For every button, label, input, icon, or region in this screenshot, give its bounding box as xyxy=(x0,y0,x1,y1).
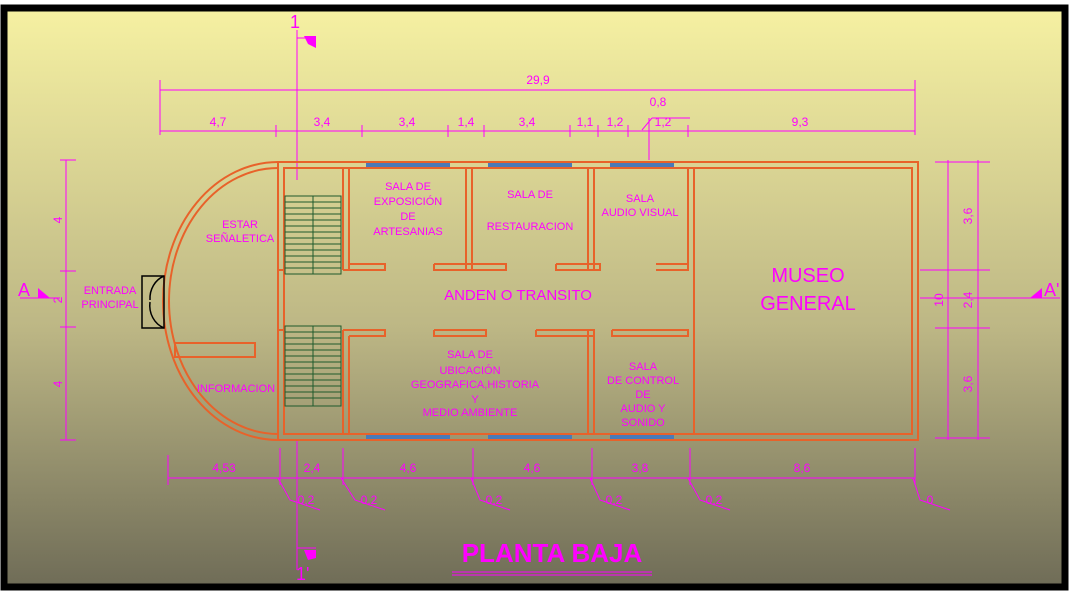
dim-top-6: 1,1 xyxy=(577,115,594,129)
sheet-background xyxy=(4,8,1065,587)
label-restauracion-1: SALA DE xyxy=(507,189,553,201)
dim-left-3: 4 xyxy=(51,380,65,387)
windows xyxy=(366,163,674,439)
section-mark-bottom: 1' xyxy=(296,564,309,584)
dim-right-2: 2,4 xyxy=(961,291,975,308)
dim-wall-4: 0,2 xyxy=(606,493,623,507)
room-labels: ESTAR SEÑALETICA ENTRADA PRINCIPAL INFOR… xyxy=(81,181,679,429)
page-title: PLANTA BAJA xyxy=(462,538,643,568)
dim-top-3: 3,4 xyxy=(399,115,416,129)
section-mark-right: A' xyxy=(1044,280,1059,300)
entrance-doors xyxy=(141,275,165,329)
section-mark-left: A xyxy=(18,280,30,300)
label-museo-2: GENERAL xyxy=(760,293,856,315)
sheet-frame xyxy=(0,4,1069,591)
label-ubicacion-2: UBICACIÓN xyxy=(439,364,500,377)
label-informacion: INFORMACION xyxy=(197,383,275,395)
label-control-5: SONIDO xyxy=(621,417,665,429)
dim-top-9: 9,3 xyxy=(792,115,809,129)
label-estar-2: SEÑALETICA xyxy=(206,232,275,245)
section-mark-top: 1 xyxy=(290,12,300,32)
label-audio-2: AUDIO VISUAL xyxy=(601,207,678,219)
label-control-3: DE xyxy=(635,389,650,401)
dim-top-5: 3,4 xyxy=(519,115,536,129)
dim-left-1: 4 xyxy=(51,216,65,223)
label-artesanias-2: EXPOSICIÓN xyxy=(374,195,443,208)
dim-bottom-4: 4,6 xyxy=(524,461,541,475)
label-artesanias-1: SALA DE xyxy=(385,181,431,193)
dim-bottom-3: 4,6 xyxy=(400,461,417,475)
label-anden: ANDEN O TRANSITO xyxy=(444,287,592,304)
label-artesanias-3: DE xyxy=(400,211,415,223)
dim-top-2: 3,4 xyxy=(314,115,331,129)
dim-wall-3: 0,2 xyxy=(486,493,503,507)
label-entrada-1: ENTRADA xyxy=(84,285,137,297)
dim-overall: 29,9 xyxy=(526,73,550,87)
label-museo-1: MUSEO xyxy=(771,265,844,287)
dim-left-2: 2 xyxy=(51,296,65,303)
label-control-1: SALA xyxy=(629,361,658,373)
label-ubicacion-5: MEDIO AMBIENTE xyxy=(423,407,518,419)
dim-top-8: 1,2 xyxy=(655,115,672,129)
dim-bottom-5: 3,8 xyxy=(632,461,649,475)
stairs xyxy=(284,195,342,407)
dimension-lines xyxy=(20,30,1060,570)
dim-right-1: 3,6 xyxy=(961,207,975,224)
dim-right-3: 3,6 xyxy=(961,375,975,392)
dim-top-7: 1,2 xyxy=(607,115,624,129)
dim-right-total: 10 xyxy=(932,293,946,307)
label-audio-1: SALA xyxy=(626,193,655,205)
label-artesanias-4: ARTESANIAS xyxy=(373,226,443,238)
label-ubicacion-1: SALA DE xyxy=(447,349,493,361)
label-entrada-2: PRINCIPAL xyxy=(81,299,138,311)
label-estar-1: ESTAR xyxy=(222,219,258,231)
walls xyxy=(162,161,919,441)
dim-wall-1: 0,2 xyxy=(298,493,315,507)
dimension-ticks xyxy=(38,36,1042,560)
dim-bottom-1: 4,53 xyxy=(212,461,236,475)
label-ubicacion-4: Y xyxy=(471,394,479,406)
label-control-4: AUDIO Y xyxy=(620,403,666,415)
label-control-2: DE CONTROL xyxy=(607,375,679,387)
label-ubicacion-3: GEOGRAFICA,HISTORIA xyxy=(411,379,540,391)
dim-top-4: 1,4 xyxy=(458,115,475,129)
dim-bottom-2: 2,4 xyxy=(304,461,321,475)
dim-bottom-6: 8,6 xyxy=(794,461,811,475)
dim-top-extra: 0,8 xyxy=(650,95,667,109)
dim-wall-2: 0,2 xyxy=(361,493,378,507)
dimension-labels: 29,9 4,7 3,4 3,4 1,4 3,4 1,1 1,2 1,2 9,3… xyxy=(51,73,975,507)
dim-wall-5: 0,2 xyxy=(706,493,723,507)
section-marks: 1 1' A A' xyxy=(18,12,1059,584)
dim-top-1: 4,7 xyxy=(210,115,227,129)
label-restauracion-2: RESTAURACION xyxy=(487,221,574,233)
dim-wall-6: 0 xyxy=(927,493,934,507)
